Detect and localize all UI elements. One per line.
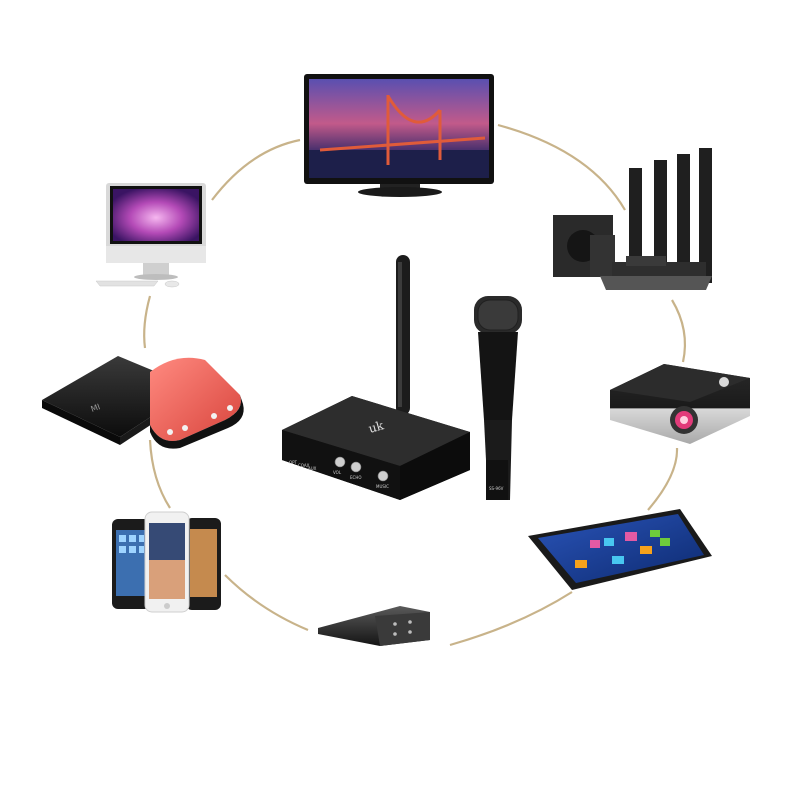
tv-boxes-icon: MI: [42, 356, 244, 449]
smartphones-icon: [112, 511, 221, 613]
knob-label-echo: ECHO: [350, 475, 361, 480]
desktop-computer-icon: [95, 183, 206, 288]
knob-label-music: MUSIC: [376, 484, 389, 489]
television-icon: [304, 74, 494, 197]
tablet-icon: [528, 509, 712, 590]
panel-label-aux: AUX: [308, 466, 317, 471]
panel-label-opt: OPT: [289, 460, 298, 465]
microphone-icon: SS-96V: [474, 296, 522, 500]
connection-ring: [143, 123, 686, 647]
home-theater-speakers-icon: [553, 148, 712, 290]
karaoke-receiver-hub: uk OPT COAX AUX VOL ECHO MUSIC: [282, 255, 470, 500]
panel-label-coax: COAX: [298, 463, 310, 468]
microphone-label: SS-96V: [489, 486, 504, 491]
projector-icon: [610, 364, 750, 444]
box-logo-text: MI: [90, 402, 102, 414]
svg-text:uk: uk: [367, 418, 386, 436]
knob-label-vol: VOL: [333, 470, 342, 475]
soundbar-icon: [318, 606, 430, 646]
